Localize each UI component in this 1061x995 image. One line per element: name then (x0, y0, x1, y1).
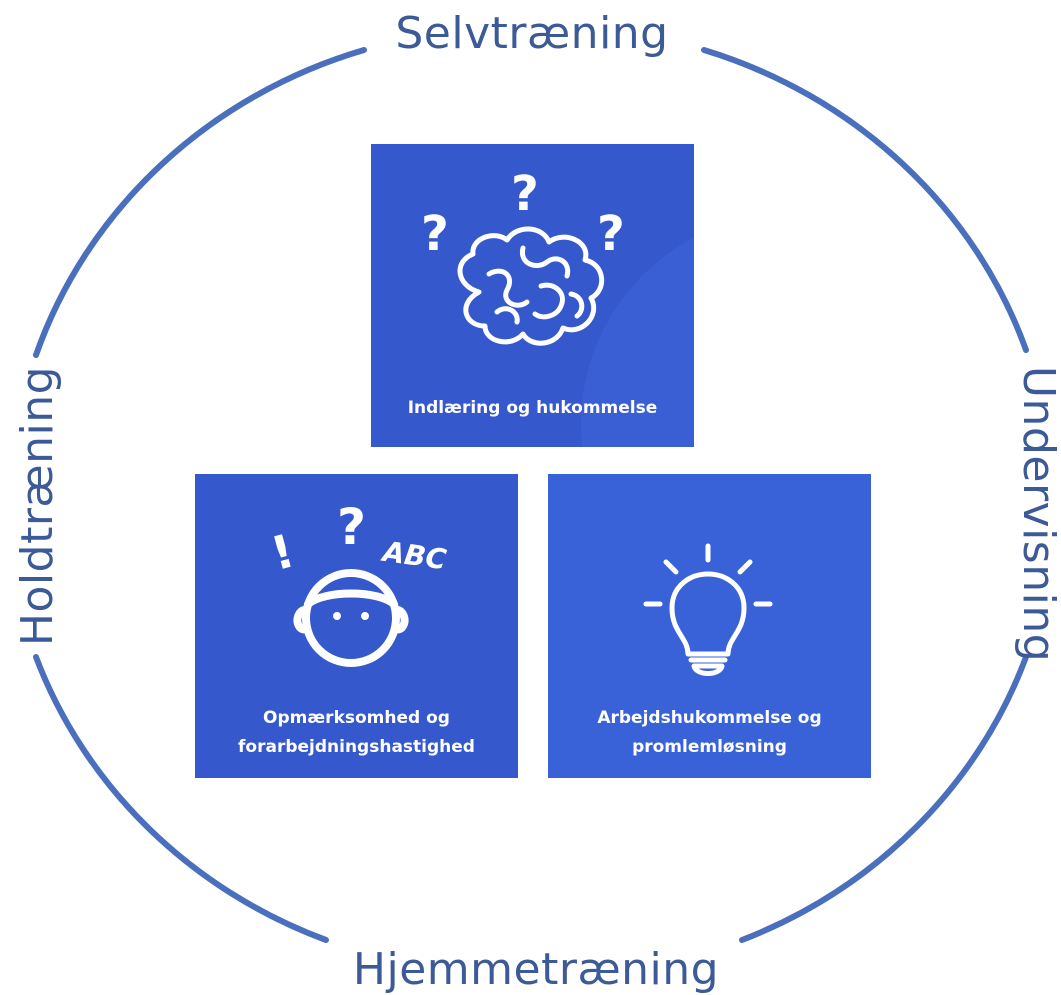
abc-text: ABC (379, 535, 449, 577)
svg-text:?: ? (597, 206, 625, 262)
ring-arc-bottom-left (33, 654, 329, 943)
lightbulb-icon (643, 543, 773, 676)
ring-label-selvtraening: Selvtræning (395, 8, 669, 59)
tile-attention-speed: ! ? ABC Opmærksomhed og forarbejdningsha… (195, 474, 518, 778)
tile-working-memory: Arbejdshukommelse og promlemløsning (548, 474, 871, 778)
tile-caption-line-1: Arbejdshukommelse og (597, 708, 822, 728)
tile-learning-memory: ? ? ? Indlæring og hukommelse (371, 144, 694, 447)
tile-caption: Opmærksomhed og forarbejdningshastighed (195, 704, 518, 762)
tile-caption: Arbejdshukommelse og promlemløsning (548, 704, 871, 762)
tile-caption-line-2: promlemløsning (632, 737, 787, 757)
svg-text:?: ? (421, 206, 449, 262)
face-with-abc-icon: ! ? ABC (265, 498, 449, 667)
ring-arc-bottom-right (739, 654, 1029, 943)
brain-with-question-marks-icon: ? ? ? (421, 166, 625, 346)
question-mark: ? (337, 498, 366, 556)
tile-caption-line-1: Opmærksomhed og (263, 708, 450, 728)
ring-arc-top-right (701, 47, 1029, 353)
svg-text:?: ? (511, 166, 539, 222)
ring-arc-top-left (33, 47, 367, 358)
ring-label-holdtraening: Holdtræning (12, 365, 63, 647)
ring-label-undervisning: Undervisning (1013, 365, 1061, 663)
tile-caption-line-2: forarbejdningshastighed (238, 737, 475, 757)
exclamation-mark: ! (265, 523, 299, 581)
tile-caption: Indlæring og hukommelse (371, 394, 694, 423)
tile-caption-line: Indlæring og hukommelse (407, 398, 658, 418)
ring-label-hjemmetraening: Hjemmetræning (352, 944, 720, 995)
